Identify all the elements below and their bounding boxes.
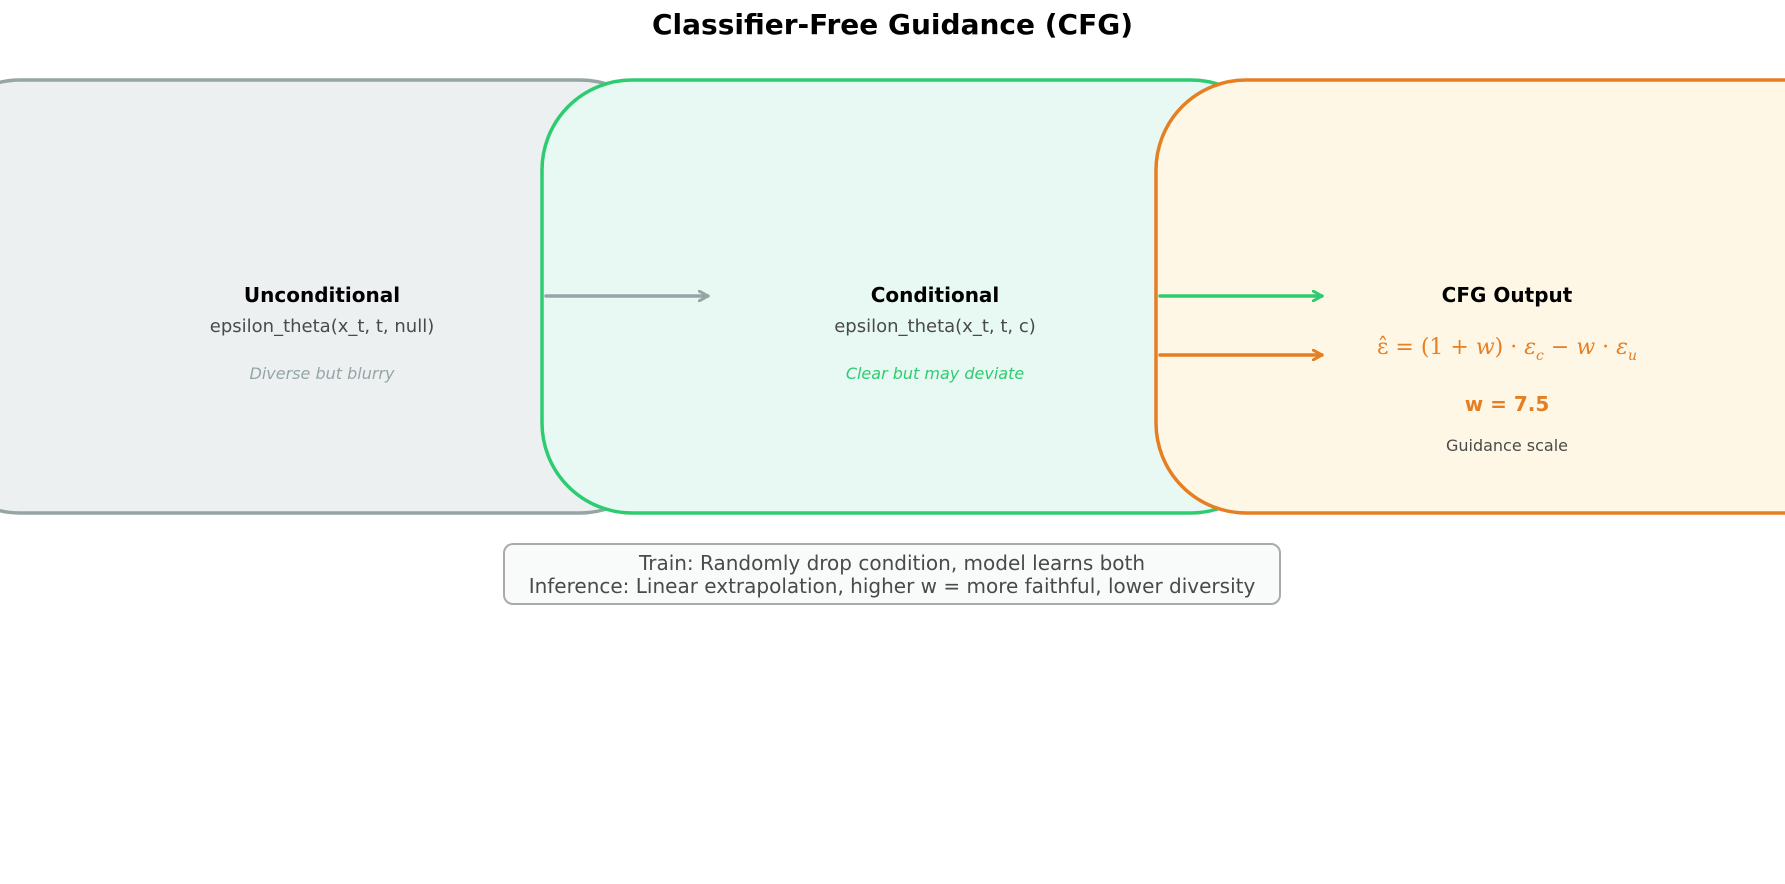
cfg-weight: w = 7.5	[1465, 392, 1550, 416]
cfg-output-box: CFG Output ε̂ = (1 + w) · εc − w · εu w …	[1154, 78, 1785, 515]
conditional-note: Clear but may deviate	[846, 364, 1025, 383]
conditional-title: Conditional	[871, 283, 1000, 307]
conditional-box: Conditional epsilon_theta(x_t, t, c) Cle…	[540, 78, 1283, 515]
cfg-formula: ε̂ = (1 + w) · εc − w · εu	[1377, 335, 1637, 364]
unconditional-box: Unconditional epsilon_theta(x_t, t, null…	[0, 78, 672, 515]
cfg-output-title: CFG Output	[1442, 283, 1573, 307]
cfg-weight-label: Guidance scale	[1446, 436, 1568, 455]
cfg-output-box-frame	[1154, 78, 1785, 515]
diagram-title: Classifier-Free Guidance (CFG)	[652, 8, 1133, 41]
footnote-box: Train: Randomly drop condition, model le…	[503, 543, 1281, 605]
unconditional-note: Diverse but blurry	[250, 364, 395, 383]
unconditional-title: Unconditional	[244, 283, 400, 307]
footnote-inference: Inference: Linear extrapolation, higher …	[528, 574, 1256, 598]
footnote-train: Train: Randomly drop condition, model le…	[638, 551, 1146, 575]
unconditional-formula: epsilon_theta(x_t, t, null)	[210, 316, 434, 337]
conditional-formula: epsilon_theta(x_t, t, c)	[834, 316, 1036, 337]
